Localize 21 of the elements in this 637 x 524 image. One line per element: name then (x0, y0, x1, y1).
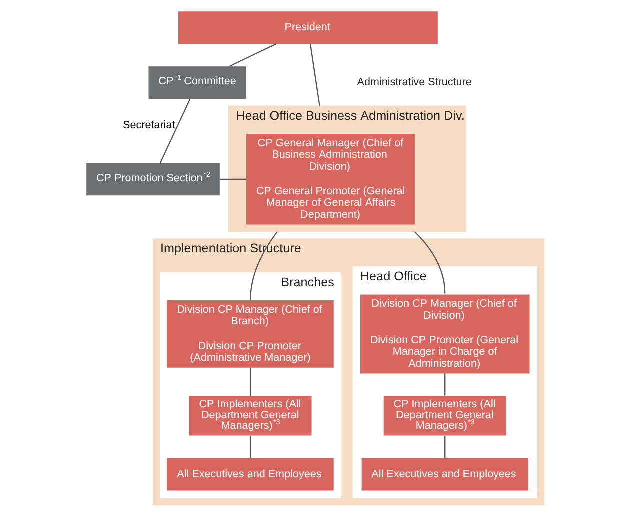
node-box: CP Implementers (All Department General Managers)$^{*3}$ (188, 396, 312, 436)
connector (159, 99, 190, 164)
node-box: President (178, 12, 438, 44)
edge-label: Secretariat (122, 119, 175, 132)
connector (220, 178, 246, 180)
node-box: Division CP Manager (Chief of Branch) Division CP Promoter (Administrative Manager) (166, 300, 334, 368)
node-box: CP Implementers (All Department General Managers)$^{*3}$ (383, 396, 506, 436)
node-box: Division CP Manager (Chief of Division) Division CP Promoter (General Manager in Charge of Administration) (360, 294, 530, 374)
node-box: CP Promotion Section$^{*2}$ (86, 163, 220, 196)
node-box: All Executives and Employees (166, 458, 334, 491)
connector (249, 436, 251, 458)
node-box: CP General Manager (Chief of Business Administration Division) CP General Promoter (General Manager of General Affairs Department) (246, 134, 414, 225)
connector (444, 374, 446, 396)
connector (309, 44, 320, 106)
connector (414, 231, 446, 294)
connector (444, 436, 446, 458)
node-box: CP$^{*1}$ Committee (148, 66, 246, 100)
connector (228, 44, 276, 68)
label: Administrative Structure (356, 76, 472, 89)
connector (249, 368, 251, 396)
node-box: All Executives and Employees (361, 458, 528, 491)
